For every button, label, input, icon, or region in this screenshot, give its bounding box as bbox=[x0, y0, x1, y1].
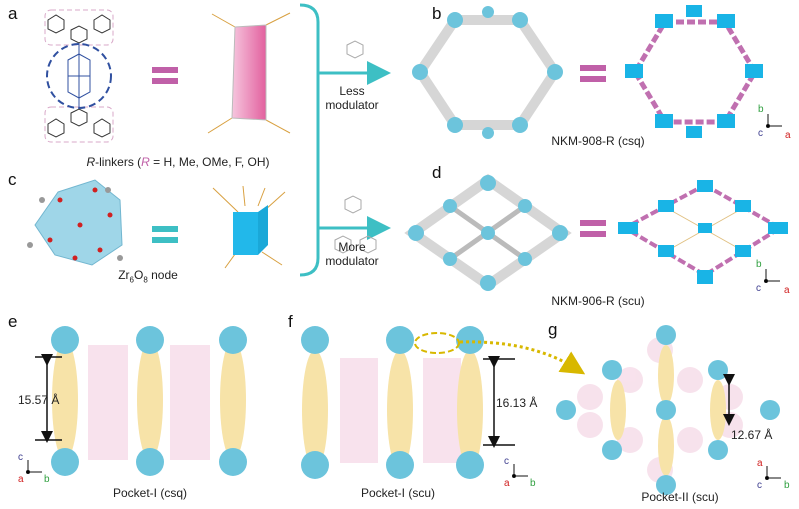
axis-b-out: c bbox=[758, 128, 763, 139]
axis-b-right: a bbox=[785, 130, 791, 141]
panel-label-a: a bbox=[8, 4, 18, 23]
axis-b-up: b bbox=[758, 104, 764, 115]
axis-f-up: c bbox=[504, 456, 509, 467]
axis-e-out: a bbox=[18, 474, 24, 485]
pocket-e-caption: Pocket-I (csq) bbox=[112, 486, 188, 500]
equals-sign-b bbox=[580, 65, 606, 82]
distance-e: 15.57 Å bbox=[18, 393, 60, 407]
node-caption: Zr6O8 node bbox=[118, 268, 178, 284]
panel-label-b: b bbox=[432, 4, 442, 23]
axis-d-out: c bbox=[756, 283, 761, 294]
linker-schematic bbox=[207, 12, 291, 134]
linkers-text: -linkers ( bbox=[95, 155, 142, 169]
pocket-i-csq bbox=[35, 326, 247, 476]
csq-schematic bbox=[625, 5, 763, 138]
linkers-caption: R-linkers (R = H, Me, OMe, F, OH) bbox=[86, 155, 269, 169]
axis-f-right: b bbox=[530, 478, 536, 489]
node-zr: Zr bbox=[118, 268, 130, 282]
nkm908-caption: NKM-908-R (csq) bbox=[551, 134, 645, 148]
nkm906-structure bbox=[404, 173, 572, 292]
panel-label-d: d bbox=[432, 163, 442, 182]
axis-glyphs bbox=[26, 114, 782, 480]
node-schematic bbox=[212, 185, 286, 269]
more-line2: modulator bbox=[325, 254, 379, 268]
linker-structure bbox=[44, 9, 114, 143]
pocket-g-caption: Pocket-II (scu) bbox=[641, 490, 719, 504]
axis-g-out: c bbox=[757, 480, 762, 491]
scu-schematic bbox=[618, 180, 788, 284]
distance-g: 12.67 Å bbox=[731, 428, 773, 442]
node-o: O bbox=[133, 268, 144, 282]
pocket-ii-scu bbox=[556, 325, 780, 495]
axis-f-out: a bbox=[504, 478, 510, 489]
zr-node-structure bbox=[27, 179, 123, 266]
r-symbol: R bbox=[86, 155, 96, 169]
more-line1: More bbox=[338, 240, 366, 254]
panel-label-c: c bbox=[8, 170, 17, 189]
axis-d-right: a bbox=[784, 285, 790, 296]
axis-g-up: a bbox=[757, 458, 763, 469]
synthesis-arrows bbox=[299, 3, 391, 277]
axis-e-right: b bbox=[44, 474, 50, 485]
equals-sign-d bbox=[580, 220, 606, 237]
less-line2: modulator bbox=[325, 98, 379, 112]
equals-sign-teal bbox=[152, 226, 178, 243]
equals-sign-pink bbox=[152, 67, 178, 84]
pocket-f-caption: Pocket-I (scu) bbox=[360, 486, 436, 500]
axis-e-up: c bbox=[18, 452, 23, 463]
modulator-molecules bbox=[334, 40, 377, 254]
panel-label-e: e bbox=[8, 312, 18, 331]
node-sub1: 6 bbox=[129, 275, 134, 285]
node-suffix: node bbox=[147, 268, 178, 282]
axis-g-right: b bbox=[784, 480, 790, 491]
nkm908-structure bbox=[412, 6, 563, 139]
axis-d-up: b bbox=[756, 259, 762, 270]
panel-label-f: f bbox=[288, 312, 293, 331]
node-sub2: 8 bbox=[143, 275, 148, 285]
nkm906-caption: NKM-906-R (scu) bbox=[551, 294, 645, 308]
distance-f: 16.13 Å bbox=[496, 396, 538, 410]
r-symbol-pink: R bbox=[141, 155, 150, 169]
less-line1: Less bbox=[339, 84, 365, 98]
pocket-i-scu bbox=[301, 326, 586, 479]
panel-label-g: g bbox=[548, 320, 558, 339]
linkers-suffix: = H, Me, OMe, F, OH) bbox=[149, 155, 270, 169]
